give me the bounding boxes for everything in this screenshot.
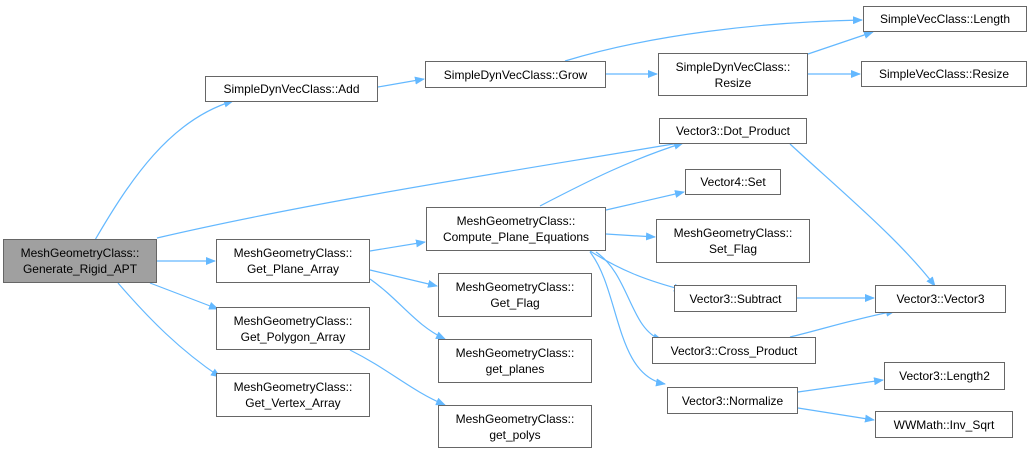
node-compute-plane-equations[interactable]: MeshGeometryClass:: Compute_Plane_Equati…: [426, 207, 606, 251]
edge-get-plane-array-to-compute: [369, 239, 426, 252]
node-length2[interactable]: Vector3::Length2: [884, 362, 1005, 390]
edge-dynresize-to-length: [807, 31, 874, 55]
edge-generate-to-get-polygon-array: [149, 282, 219, 310]
edge-generate-to-add: [94, 99, 234, 241]
edge-get-plane-array-to-get-planes: [369, 278, 446, 340]
node-normalize[interactable]: Vector3::Normalize: [667, 387, 798, 414]
node-get-vertex-array-line1: MeshGeometryClass::: [233, 380, 353, 394]
edge-get-plane-array-to-get-flag: [369, 269, 438, 288]
node-length2-label: Vector3::Length2: [899, 369, 990, 383]
node-get-planes[interactable]: MeshGeometryClass:: get_planes: [438, 339, 592, 383]
node-dot-product[interactable]: Vector3::Dot_Product: [659, 118, 807, 144]
node-dynvec-add-label: SimpleDynVecClass::Add: [223, 82, 360, 96]
node-vector4-set[interactable]: Vector4::Set: [685, 169, 781, 195]
node-vec-resize[interactable]: SimpleVecClass::Resize: [861, 61, 1027, 87]
node-dynvec-add[interactable]: SimpleDynVecClass::Add: [205, 76, 378, 102]
edge-generate-to-get-vertex-array: [117, 282, 221, 378]
node-vec-length[interactable]: SimpleVecClass::Length: [863, 6, 1027, 32]
node-get-planes-line2: get_planes: [485, 362, 545, 376]
node-vector3-ctor-label: Vector3::Vector3: [896, 292, 985, 306]
edge-grow-to-length: [564, 16, 863, 62]
node-dynvec-resize[interactable]: SimpleDynVecClass:: Resize: [658, 53, 808, 96]
node-normalize-label: Vector3::Normalize: [681, 393, 784, 408]
node-cross-product-label: Vector3::Cross_Product: [670, 343, 798, 358]
node-generate-rigid-apt: MeshGeometryClass:: Generate_Rigid_APT: [3, 239, 157, 283]
node-set-flag-line2: Set_Flag: [708, 242, 758, 256]
node-set-flag-line1: MeshGeometryClass::: [673, 226, 793, 240]
node-inv-sqrt-label: WWMath::Inv_Sqrt: [893, 417, 995, 432]
node-dot-product-label: Vector3::Dot_Product: [675, 124, 791, 138]
node-dynvec-resize-line1: SimpleDynVecClass::: [675, 59, 791, 74]
node-dynvec-grow-label: SimpleDynVecClass::Grow: [443, 67, 588, 82]
node-generate-rigid-apt-line1: MeshGeometryClass::: [20, 246, 140, 260]
node-get-polys-line2: get_polys: [489, 427, 541, 442]
node-dynvec-resize-line2: Resize: [714, 75, 752, 90]
edge-dot-product-to-vector3: [789, 143, 936, 287]
node-get-planes-line1: MeshGeometryClass::: [455, 346, 575, 360]
node-get-vertex-array-line2: Get_Vertex_Array: [245, 396, 341, 410]
node-get-plane-array-line2: Get_Plane_Array: [246, 262, 340, 276]
node-vec-resize-label: SimpleVecClass::Resize: [878, 67, 1010, 81]
edge-add-to-grow: [377, 76, 425, 88]
node-get-polys[interactable]: MeshGeometryClass:: get_polys: [438, 405, 592, 448]
edge-normalize-to-inv-sqrt: [797, 407, 875, 423]
edge-normalize-to-length2: [797, 377, 884, 393]
node-compute-plane-equations-line2: Compute_Plane_Equations: [442, 230, 590, 244]
node-get-flag-line2: Get_Flag: [490, 296, 540, 310]
node-get-polygon-array[interactable]: MeshGeometryClass:: Get_Polygon_Array: [216, 307, 370, 350]
node-get-flag[interactable]: MeshGeometryClass:: Get_Flag: [438, 273, 592, 317]
node-compute-plane-equations-line1: MeshGeometryClass::: [456, 214, 576, 228]
node-get-plane-array-line1: MeshGeometryClass::: [233, 246, 353, 260]
edge-compute-to-subtract: [589, 250, 684, 292]
node-vec-length-label: SimpleVecClass::Length: [879, 12, 1011, 26]
node-vector4-set-label: Vector4::Set: [700, 175, 766, 189]
node-vector3-ctor[interactable]: Vector3::Vector3: [875, 285, 1006, 313]
node-get-polys-line1: MeshGeometryClass::: [455, 411, 575, 426]
node-get-polygon-array-line2: Get_Polygon_Array: [240, 329, 346, 344]
node-get-polygon-array-line1: MeshGeometryClass::: [233, 313, 353, 328]
edge-cross-product-to-vector3: [789, 308, 896, 338]
node-subtract[interactable]: Vector3::Subtract: [674, 285, 797, 312]
edge-compute-to-dot-product: [539, 141, 684, 207]
node-get-vertex-array[interactable]: MeshGeometryClass:: Get_Vertex_Array: [216, 373, 370, 417]
edge-compute-to-vector4-set: [605, 190, 685, 211]
node-get-flag-line1: MeshGeometryClass::: [455, 280, 575, 294]
node-dynvec-grow[interactable]: SimpleDynVecClass::Grow: [425, 61, 606, 88]
node-get-plane-array[interactable]: MeshGeometryClass:: Get_Plane_Array: [216, 239, 370, 283]
node-inv-sqrt[interactable]: WWMath::Inv_Sqrt: [875, 411, 1013, 438]
edge-compute-to-normalize: [589, 251, 666, 387]
node-generate-rigid-apt-line2: Generate_Rigid_APT: [22, 262, 138, 276]
node-subtract-label: Vector3::Subtract: [689, 291, 782, 306]
edge-compute-to-cross-product: [595, 251, 663, 342]
node-set-flag[interactable]: MeshGeometryClass:: Set_Flag: [656, 219, 810, 263]
node-cross-product[interactable]: Vector3::Cross_Product: [652, 337, 816, 364]
edge-compute-to-set-flag: [605, 232, 656, 241]
edge-generate-to-dot-product: [156, 139, 686, 239]
edge-get-polygon-array-to-get-polys: [349, 349, 446, 406]
